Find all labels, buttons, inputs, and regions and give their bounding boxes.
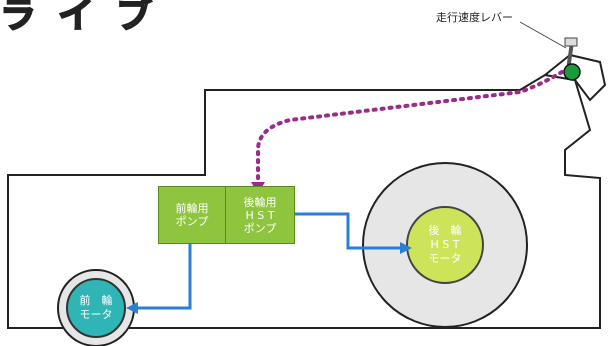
control-link-line	[256, 70, 564, 188]
front-motor-circle	[66, 278, 126, 338]
flow-line-to-rear-motor	[294, 212, 402, 250]
speed-lever-label: 走行速度レバー	[436, 11, 513, 24]
front-pump-box: 前輪用 ポンプ	[158, 186, 226, 244]
rear-hst-pump-box: 後輪用 H S T ポンプ	[225, 186, 295, 244]
lever-pointer-line	[519, 21, 567, 49]
heading-fragment: ライブ	[0, 0, 175, 37]
flow-arrowhead-rear	[400, 242, 412, 254]
lever-knob	[564, 37, 578, 47]
flow-line-to-front-motor	[136, 242, 192, 310]
front-pump-label: 前輪用 ポンプ	[175, 202, 209, 228]
rear-hst-pump-label: 後輪用 H S T ポンプ	[243, 195, 277, 235]
rear-motor-label: 後 輪 H S T モータ	[428, 224, 462, 265]
rear-motor-circle	[406, 206, 484, 284]
front-motor-label: 前 輪 モータ	[79, 294, 113, 321]
lever-indicator	[563, 63, 581, 81]
flow-arrowhead-front	[126, 302, 138, 314]
